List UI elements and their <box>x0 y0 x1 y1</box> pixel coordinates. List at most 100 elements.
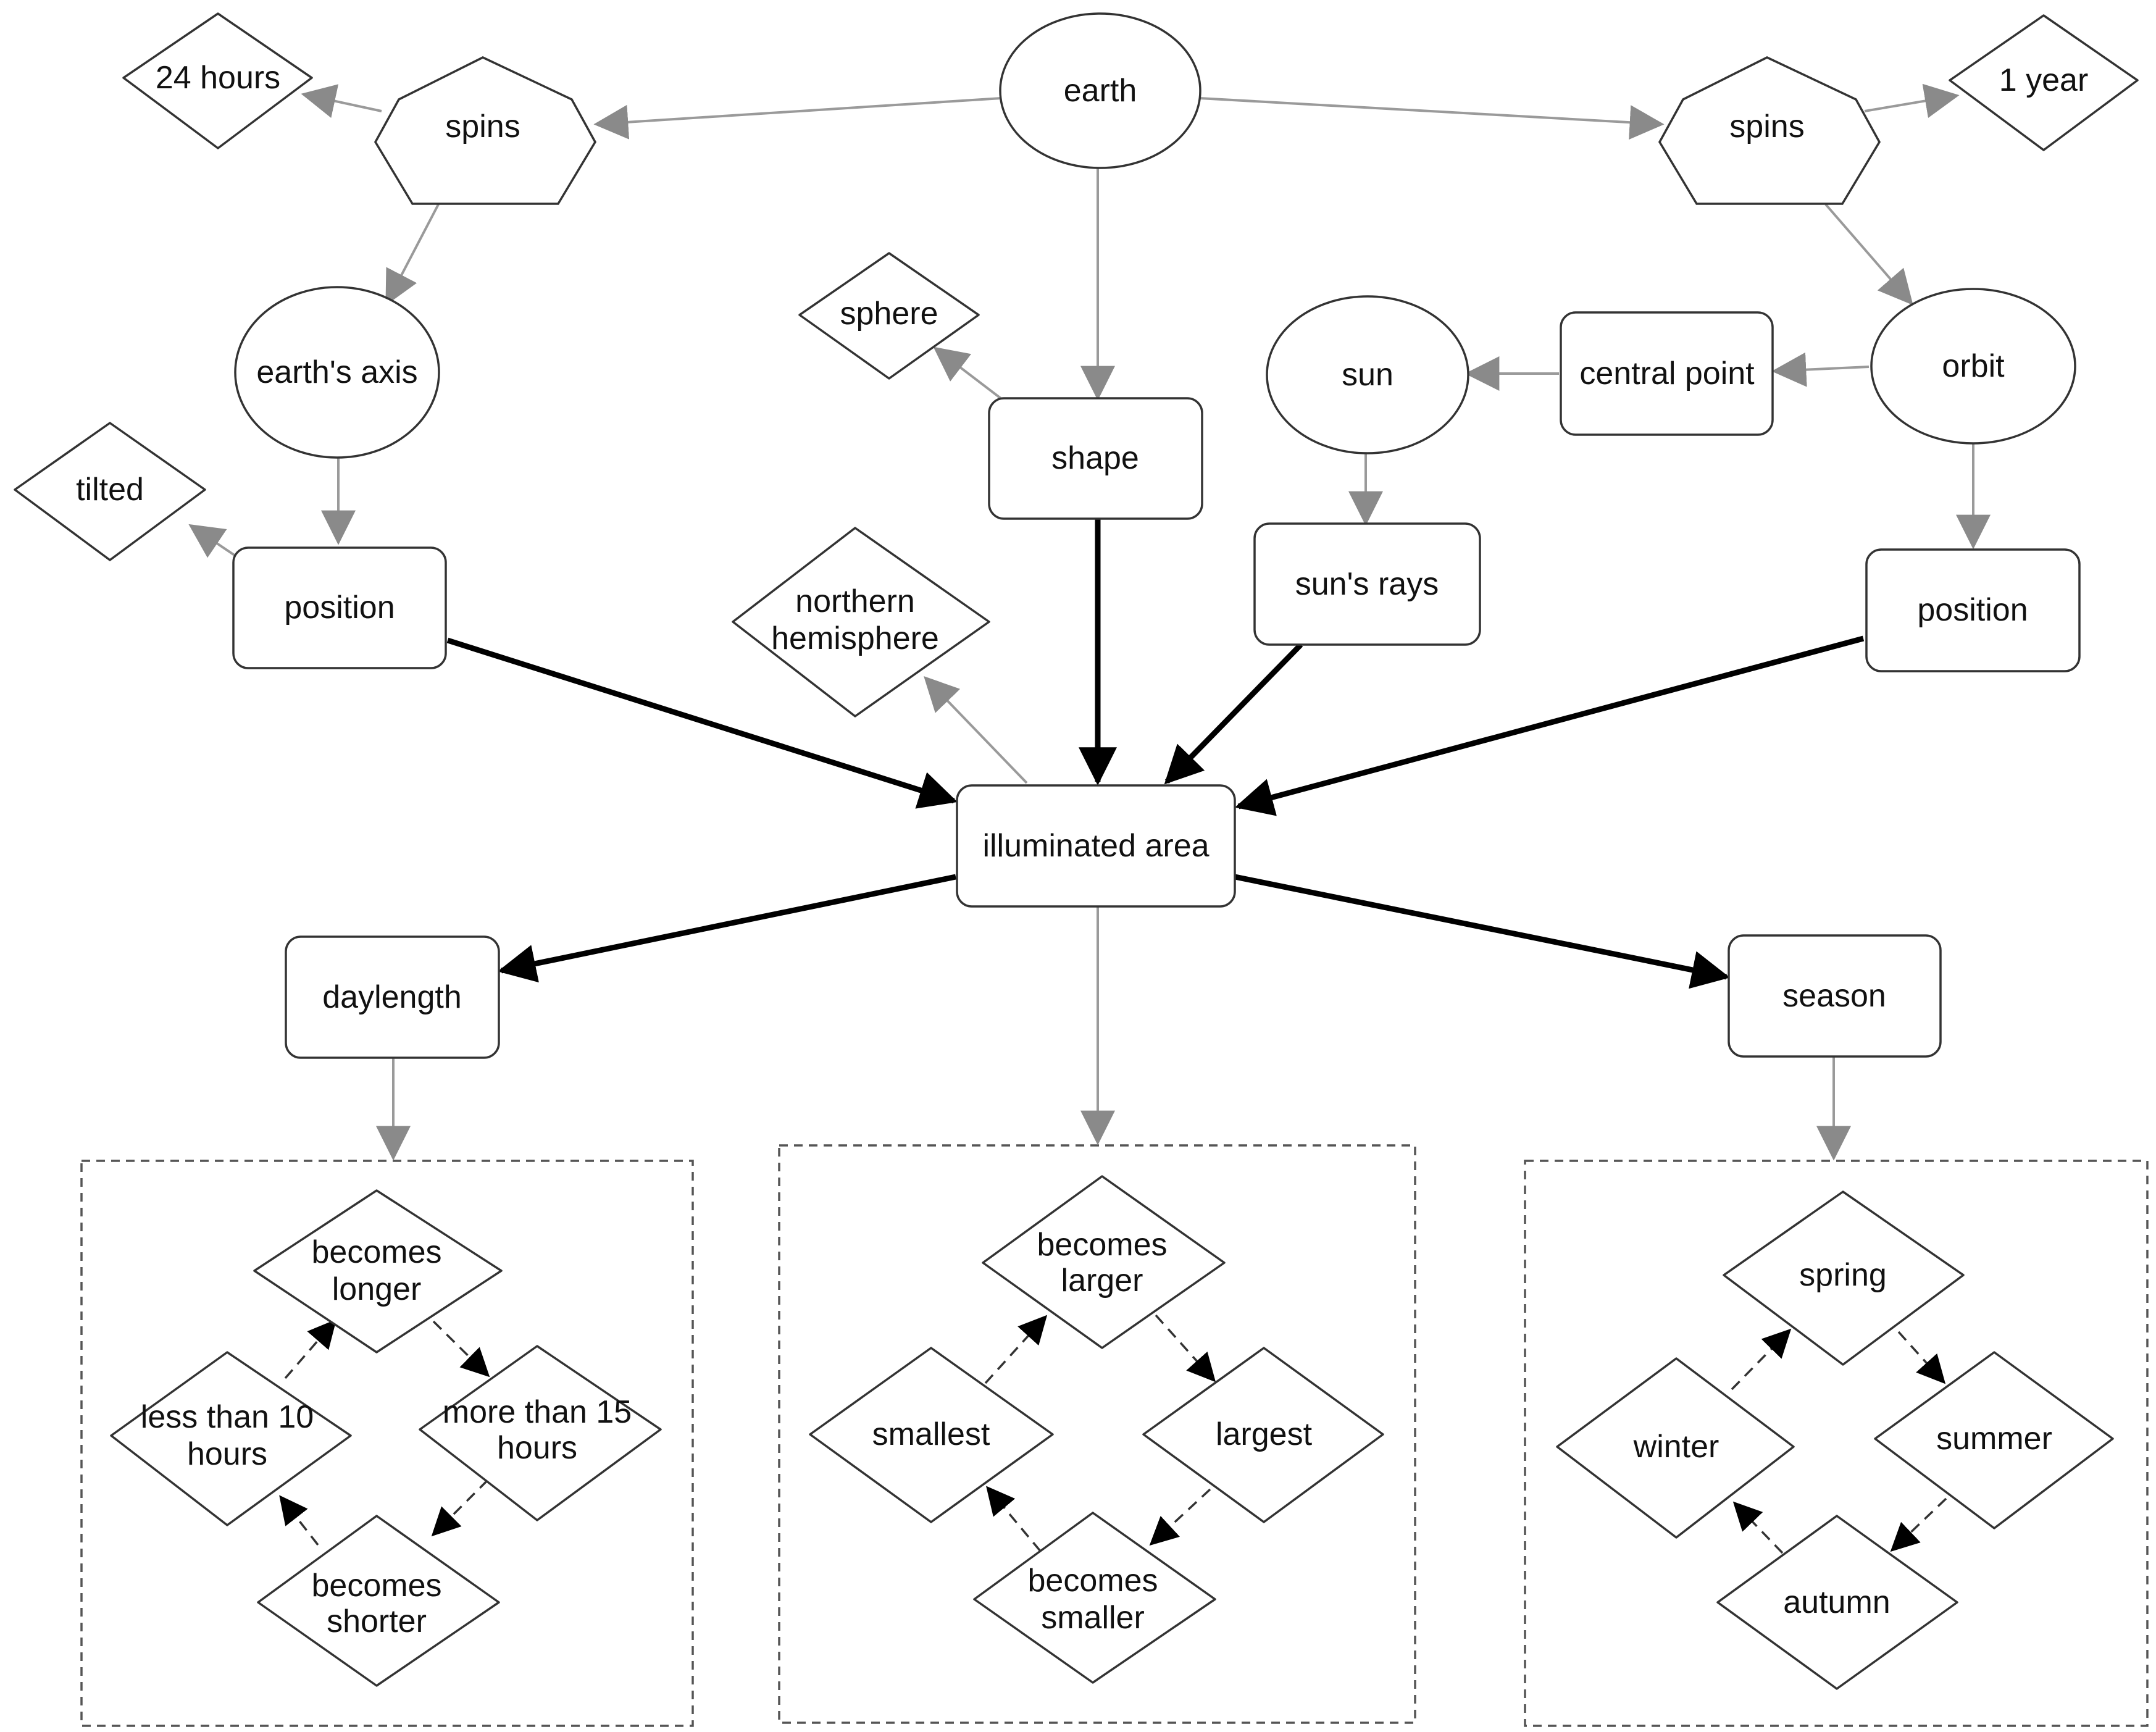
node-earth-label: earth <box>1064 73 1137 109</box>
node-shape-label: shape <box>1051 440 1139 476</box>
edge-illuminated-northern-hemisphere <box>924 676 1028 784</box>
edge-orbit-central-point <box>1771 352 1870 387</box>
edge-less-longer <box>284 1319 337 1379</box>
node-becomes-shorter-line2: shorter <box>327 1604 427 1639</box>
node-becomes-larger: becomes larger <box>982 1175 1226 1349</box>
node-orbit-label: orbit <box>1942 348 2005 384</box>
node-summer: summer <box>1874 1351 2114 1529</box>
edge-largest-smaller <box>1149 1488 1211 1546</box>
node-position-right: position <box>1865 548 2081 672</box>
node-smallest-label: smallest <box>872 1416 990 1452</box>
edge-shape-sphere <box>933 346 1008 404</box>
edge-smallest-larger <box>984 1315 1048 1384</box>
node-becomes-longer: becomes longer <box>253 1189 503 1353</box>
illuminated-area-group-box <box>778 1144 1416 1724</box>
node-becomes-larger-line2: larger <box>1061 1263 1143 1299</box>
node-sun: sun <box>1266 295 1469 454</box>
node-season-label: season <box>1782 978 1886 1014</box>
season-group-box <box>1524 1160 2149 1727</box>
edge-winter-spring <box>1731 1328 1792 1391</box>
node-daylength-label: daylength <box>322 979 462 1015</box>
node-becomes-shorter-line1: becomes <box>312 1568 442 1604</box>
node-earths-axis: earth's axis <box>234 286 440 459</box>
daylength-group-box <box>80 1160 694 1727</box>
node-shape: shape <box>988 397 1203 520</box>
node-position-left: position <box>232 546 447 669</box>
node-northern-hemisphere-label-line1: northern <box>795 584 915 619</box>
node-central-point: central point <box>1560 311 1774 436</box>
node-less-than-10-line2: hours <box>187 1436 267 1472</box>
edge-summer-autumn <box>1890 1497 1947 1552</box>
node-summer-label: summer <box>1936 1421 2052 1457</box>
node-northern-hemisphere: northern hemisphere <box>732 527 990 717</box>
node-tilted: tilted <box>14 422 206 561</box>
node-sphere-label: sphere <box>840 296 938 332</box>
edge-earth-spins-year <box>1199 97 1665 140</box>
node-northern-hemisphere-label-line2: hemisphere <box>771 621 939 656</box>
node-earths-axis-label: earth's axis <box>256 354 417 390</box>
node-becomes-longer-line1: becomes <box>312 1234 442 1270</box>
node-spins-year: spins <box>1658 56 1881 205</box>
node-less-than-10-line1: less than 10 <box>141 1399 314 1435</box>
node-spins-day-label: spins <box>445 109 520 144</box>
node-illuminated-area-label: illuminated area <box>982 828 1209 864</box>
node-becomes-smaller-line1: becomes <box>1028 1563 1158 1599</box>
edge-spins-day-24-hours <box>301 84 382 119</box>
edge-illuminated-daylength <box>497 874 956 983</box>
edge-smaller-smallest <box>986 1486 1042 1552</box>
node-more-than-15-hours: more than 15 hours <box>419 1345 662 1521</box>
edge-autumn-winter <box>1732 1501 1784 1554</box>
edge-spins-year-1-year <box>1864 83 1960 119</box>
node-spins-year-label: spins <box>1729 109 1804 144</box>
node-sphere: sphere <box>798 252 980 380</box>
node-more-than-15-line1: more than 15 <box>443 1394 632 1430</box>
edge-more-shorter <box>431 1479 489 1537</box>
edge-suns-rays-illuminated <box>1164 642 1303 785</box>
bold-edges <box>446 519 1865 989</box>
node-spins-day: spins <box>374 56 597 205</box>
node-less-than-10-hours: less than 10 hours <box>110 1351 352 1526</box>
node-autumn: autumn <box>1716 1515 1958 1690</box>
node-becomes-smaller: becomes smaller <box>973 1512 1216 1684</box>
node-1-year-label: 1 year <box>1999 62 2089 98</box>
node-1-year: 1 year <box>1949 14 2139 151</box>
node-autumn-label: autumn <box>1783 1584 1890 1620</box>
node-position-right-label: position <box>1917 592 2028 628</box>
edge-spring-summer <box>1897 1331 1946 1384</box>
edge-spins-day-earths-axis <box>385 204 440 306</box>
node-largest: largest <box>1142 1347 1384 1523</box>
node-suns-rays: sun's rays <box>1253 522 1481 646</box>
edge-illuminated-season <box>1234 874 1731 989</box>
node-becomes-larger-line1: becomes <box>1037 1227 1168 1263</box>
node-winter-label: winter <box>1633 1429 1719 1465</box>
edge-spins-year-orbit <box>1824 203 1913 306</box>
grey-edges <box>188 83 1991 1161</box>
node-illuminated-area: illuminated area <box>956 784 1236 908</box>
node-24-hours: 24 hours <box>122 12 313 149</box>
edge-longer-more <box>432 1320 490 1378</box>
edge-position-left-illuminated <box>446 637 958 809</box>
node-central-point-label: central point <box>1579 356 1755 391</box>
node-24-hours-label: 24 hours <box>156 60 280 96</box>
node-tilted-label: tilted <box>76 472 144 508</box>
edge-position-tilted <box>188 524 240 559</box>
edge-earth-spins-day <box>593 97 1002 140</box>
node-becomes-longer-line2: longer <box>332 1271 422 1307</box>
dashed-edges <box>279 1314 1947 1554</box>
node-position-left-label: position <box>284 590 395 625</box>
node-orbit: orbit <box>1870 288 2076 445</box>
node-becomes-shorter: becomes shorter <box>257 1515 500 1687</box>
node-winter: winter <box>1556 1357 1795 1539</box>
edge-position-right-illuminated <box>1235 635 1865 816</box>
node-daylength: daylength <box>285 935 500 1059</box>
node-spring-label: spring <box>1799 1257 1887 1293</box>
edge-larger-largest <box>1155 1314 1216 1383</box>
node-more-than-15-line2: hours <box>497 1430 577 1466</box>
node-largest-label: largest <box>1216 1416 1313 1452</box>
node-season: season <box>1728 934 1942 1058</box>
node-earth: earth <box>999 12 1201 169</box>
node-suns-rays-label: sun's rays <box>1295 566 1439 602</box>
node-smallest: smallest <box>809 1347 1054 1523</box>
edge-shorter-less <box>279 1495 319 1546</box>
